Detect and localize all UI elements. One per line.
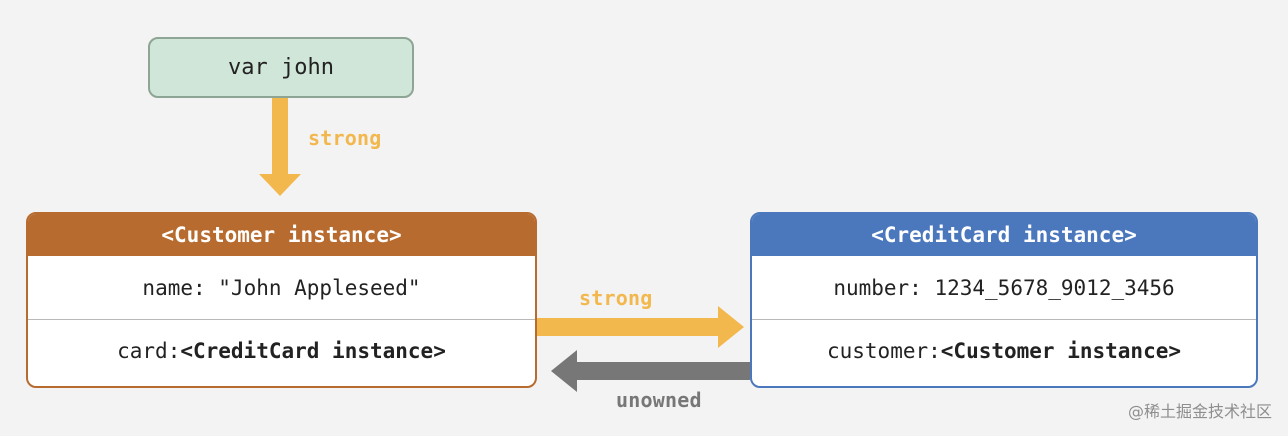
variable-label: var john bbox=[228, 55, 334, 80]
strong-label-top: strong bbox=[308, 126, 382, 150]
creditcard-instance-header: <CreditCard instance> bbox=[752, 214, 1256, 256]
customer-card-value: <CreditCard instance> bbox=[180, 339, 446, 363]
variable-box: var john bbox=[148, 37, 414, 98]
customer-instance-box: <Customer instance> name: "John Applesee… bbox=[26, 212, 537, 388]
creditcard-number-label: number: 1234_5678_9012_3456 bbox=[833, 275, 1175, 300]
strong-arrow-vertical bbox=[259, 98, 301, 196]
creditcard-customer-prefix: customer: bbox=[826, 339, 941, 363]
customer-name-row: name: "John Appleseed" bbox=[28, 256, 535, 319]
creditcard-customer-value: <Customer instance> bbox=[940, 339, 1181, 363]
creditcard-customer-row: customer: <Customer instance> bbox=[752, 319, 1256, 382]
unowned-arrow-horizontal bbox=[551, 350, 750, 392]
customer-name-label: name: "John Appleseed" bbox=[142, 275, 421, 300]
creditcard-instance-title: <CreditCard instance> bbox=[871, 223, 1137, 247]
creditcard-instance-box: <CreditCard instance> number: 1234_5678_… bbox=[750, 212, 1258, 388]
customer-instance-title: <Customer instance> bbox=[161, 223, 402, 247]
customer-instance-header: <Customer instance> bbox=[28, 214, 535, 256]
strong-arrow-horizontal bbox=[537, 306, 744, 348]
strong-label-middle: strong bbox=[579, 286, 653, 310]
customer-card-row: card: <CreditCard instance> bbox=[28, 319, 535, 382]
watermark-text: @稀土掘金技术社区 bbox=[1127, 402, 1272, 421]
unowned-label: unowned bbox=[616, 388, 702, 412]
customer-card-prefix: card: bbox=[117, 339, 181, 363]
creditcard-number-row: number: 1234_5678_9012_3456 bbox=[752, 256, 1256, 319]
